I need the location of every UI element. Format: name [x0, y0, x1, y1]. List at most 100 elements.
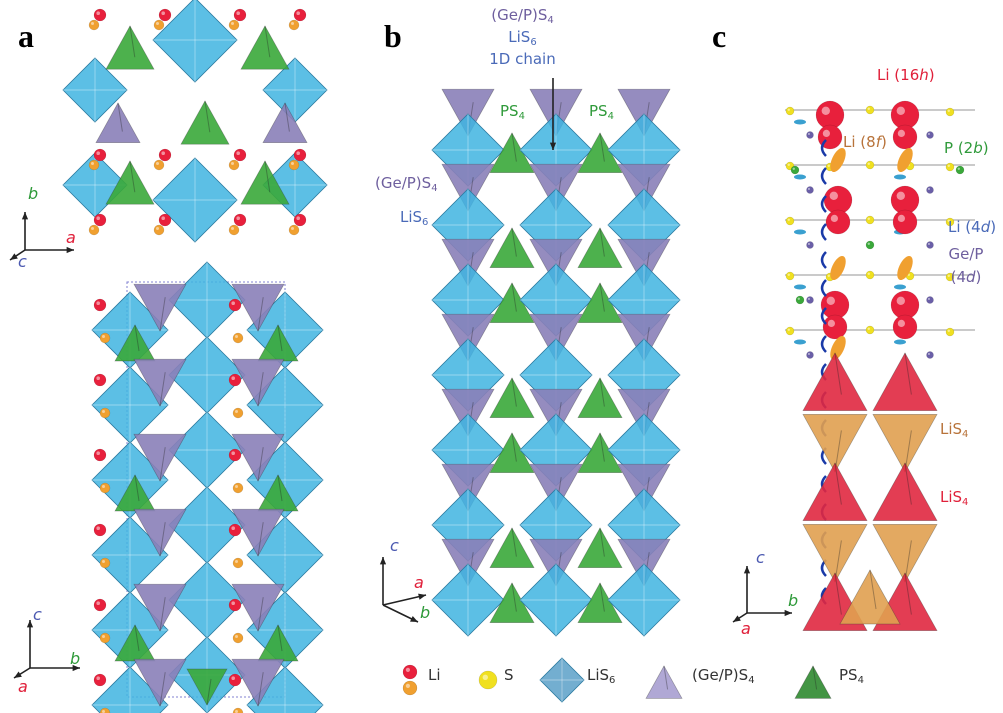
- label-c-gep: Ge/P: [948, 245, 984, 263]
- atom-highlight: [822, 129, 831, 137]
- tetrahedron-edge: [257, 372, 264, 407]
- p-atom: [795, 295, 805, 305]
- tetrahedron-edge: [284, 102, 290, 132]
- label-close: ): [975, 268, 982, 286]
- legend-gep-swatch: [645, 665, 683, 699]
- label-b-lis6-side: LiS6: [400, 210, 428, 228]
- gep-tetrahedron: [441, 88, 495, 137]
- tetrahedron-edge: [159, 297, 166, 332]
- atom-highlight: [235, 335, 238, 338]
- gep-tetrahedron: [617, 88, 671, 137]
- ps4-tetrahedron: [105, 25, 155, 70]
- gep-tetrahedron: [529, 538, 583, 587]
- li-atom: [228, 673, 242, 687]
- legend-ps4: PS4: [839, 668, 864, 686]
- lis4-tetrahedron: [872, 352, 938, 411]
- gep-tetrahedron: [529, 163, 583, 212]
- atom-highlight: [827, 164, 830, 167]
- axis-arrow-b-head: [72, 664, 80, 672]
- gep-atom: [806, 296, 814, 304]
- li-atom: [288, 159, 300, 171]
- atom-highlight: [867, 242, 870, 245]
- label-c-li8f: Li (8f): [843, 135, 887, 150]
- li-atom: [232, 407, 244, 419]
- label-sub: 4: [518, 111, 525, 122]
- label-b-gep-chain: (Ge/P)S4: [470, 8, 575, 26]
- li-atom: [228, 159, 240, 171]
- li16h-atom: [892, 124, 918, 150]
- label-sub: 4: [607, 111, 614, 122]
- li-diffusion-arrow: [820, 139, 827, 157]
- atom-highlight: [821, 106, 830, 116]
- atom-highlight: [235, 710, 238, 713]
- tetrahedron-edge: [264, 25, 271, 58]
- atom-highlight: [787, 163, 790, 166]
- label-c-p2b: P (2b): [944, 141, 989, 156]
- s-atom: [945, 327, 955, 337]
- label-c-lis4-upper: LiS4: [940, 422, 968, 440]
- gep-tetrahedron: [95, 102, 141, 143]
- atom-highlight: [156, 162, 159, 165]
- li4d-atom: [794, 284, 806, 290]
- li-atom: [158, 148, 172, 162]
- li-atom: [293, 148, 307, 162]
- atom-highlight: [156, 227, 159, 230]
- legend-s-swatch: [478, 670, 498, 690]
- panel-label-a: a: [18, 18, 34, 54]
- label-site: b: [973, 139, 983, 157]
- tetrahedron-edge: [511, 582, 517, 612]
- atom-highlight: [96, 216, 100, 220]
- tetrahedron-edge: [834, 352, 842, 395]
- atom-highlight: [947, 164, 950, 167]
- gep-tetrahedron: [133, 283, 187, 332]
- li-diffusion-arrow: [820, 279, 827, 297]
- li-diffusion-arrow: [820, 251, 827, 269]
- lis4-tetrahedron: [839, 569, 901, 625]
- tetrahedron-edge: [599, 582, 605, 612]
- atom-highlight: [291, 227, 294, 230]
- p-atom: [955, 165, 965, 175]
- li16h-atom: [892, 314, 918, 340]
- li-atom: [293, 8, 307, 22]
- atom-highlight: [231, 162, 234, 165]
- s-atom: [865, 215, 875, 225]
- atom-highlight: [102, 710, 105, 713]
- tetrahedron-edge: [277, 324, 283, 352]
- li-atom: [99, 632, 111, 644]
- li-atom: [99, 407, 111, 419]
- tetrahedron-edge: [264, 160, 271, 193]
- tetrahedron-edge: [257, 447, 264, 482]
- atom-highlight: [807, 352, 810, 356]
- axis-arrow-c-head: [743, 566, 751, 574]
- atom-highlight: [787, 218, 790, 221]
- legend-text: PS: [839, 666, 858, 684]
- atom-highlight: [231, 526, 235, 530]
- atom-highlight: [797, 297, 800, 300]
- label-sub: 4: [547, 15, 554, 26]
- li-diffusion-arrow: [820, 195, 827, 213]
- gep-tetrahedron: [133, 358, 187, 407]
- label-b-1d-chain: 1D chain: [489, 50, 556, 68]
- atom-highlight: [867, 107, 870, 111]
- atom-highlight: [947, 109, 950, 113]
- gep-tetrahedron: [231, 508, 285, 557]
- atom-highlight: [807, 242, 810, 245]
- li-atom: [153, 19, 165, 31]
- atom-highlight: [156, 22, 159, 25]
- p-atom: [865, 240, 875, 250]
- label-text: (4: [950, 268, 966, 286]
- atom-highlight: [867, 162, 870, 165]
- tetrahedron-edge: [159, 447, 166, 482]
- gep-atom: [926, 131, 934, 139]
- label-close: ): [982, 139, 989, 157]
- li4d-atom: [794, 174, 806, 180]
- gep-tetrahedron: [617, 163, 671, 212]
- tetrahedron-edge: [599, 282, 605, 312]
- label-text: PS: [589, 102, 608, 120]
- atom-highlight: [235, 635, 238, 638]
- axis-a-top-c: c: [18, 252, 27, 271]
- li8f-atom: [830, 255, 846, 281]
- atom-highlight: [896, 296, 905, 305]
- label-text: PS: [500, 102, 519, 120]
- atom-highlight: [927, 187, 930, 190]
